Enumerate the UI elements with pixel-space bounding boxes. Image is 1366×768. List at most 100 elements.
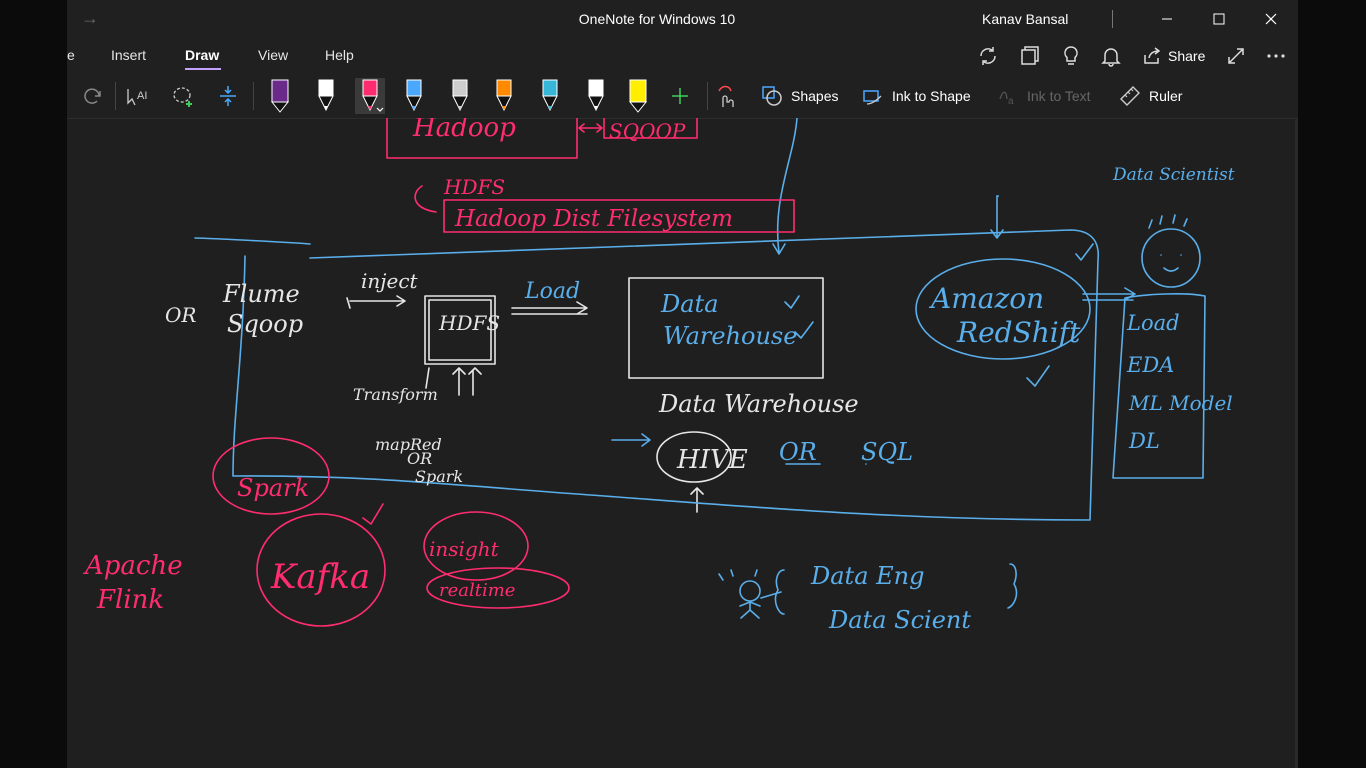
maximize-button[interactable] [1196, 0, 1242, 38]
close-button[interactable] [1248, 0, 1294, 38]
tab-home-partial[interactable]: e [67, 47, 75, 63]
tab-view[interactable]: View [258, 47, 289, 63]
ruler-button[interactable]: Ruler [1119, 78, 1182, 114]
note-inject: inject [361, 269, 419, 293]
sync-button[interactable] [977, 38, 999, 74]
lasso-select-button[interactable] [169, 78, 199, 114]
top-down-arrow [772, 117, 798, 255]
more-options-button[interactable] [1266, 38, 1286, 74]
pen-black[interactable] [579, 78, 613, 114]
note-hdfs-box: HDFS [438, 311, 500, 335]
pen-ocean[interactable] [533, 78, 567, 114]
pen-blue[interactable] [397, 78, 431, 114]
fullscreen-button[interactable] [1226, 38, 1246, 74]
checkmark-1 [1075, 243, 1094, 261]
note-hdfs-full: Hadoop Dist Filesystem [454, 206, 733, 232]
ink-replay-button[interactable] [713, 78, 739, 114]
pen-galaxy-icon [452, 79, 468, 112]
pen-black-icon [588, 79, 604, 112]
tab-draw[interactable]: Draw [185, 47, 220, 63]
svg-text:a: a [1008, 96, 1014, 107]
scientist-features [1160, 254, 1182, 272]
ink-to-shape-icon [863, 90, 882, 105]
ds-tasks-box [1112, 293, 1206, 479]
note-warehouse: Warehouse [663, 322, 797, 350]
add-space-button[interactable] [213, 78, 243, 114]
tell-me-button[interactable] [1060, 38, 1082, 74]
pipeline-boundary [194, 229, 1099, 521]
note-ds-eda: EDA [1126, 353, 1174, 377]
highlighter-yellow[interactable] [621, 78, 655, 114]
shapes-button[interactable]: Shapes [761, 78, 838, 114]
sqoop-box [603, 117, 698, 139]
note-sql: SQL [861, 438, 913, 466]
ink-blue-strokes [194, 117, 1206, 619]
active-tab-indicator [185, 68, 221, 70]
hive-up-arrow [690, 487, 704, 513]
inject-arrow [349, 295, 406, 307]
note-spark: Spark [237, 474, 309, 502]
ruler-icon [1120, 86, 1140, 106]
note-load: Load [524, 279, 580, 304]
hive-oval [656, 431, 732, 483]
note-kafka: Kafka [270, 557, 370, 597]
share-button[interactable]: Share [1142, 38, 1205, 74]
note-ds-load: Load [1126, 311, 1180, 335]
note-dw-label: Data Warehouse [658, 390, 859, 418]
note-or-left: OR [165, 303, 196, 327]
notifications-button[interactable] [1100, 38, 1122, 74]
curly-braces [774, 563, 1018, 615]
pen-white-icon [318, 79, 334, 112]
close-icon [1265, 13, 1277, 25]
note-data-scient: Data Scient [828, 606, 971, 634]
note-ds-dl: DL [1128, 429, 1160, 453]
redo-button[interactable] [79, 78, 107, 114]
share-icon [1144, 47, 1161, 64]
user-name[interactable]: Kanav Bansal [982, 11, 1069, 27]
vertical-scrollbar[interactable] [1295, 118, 1298, 768]
pen-rainbow[interactable] [487, 78, 521, 114]
pen-galaxy[interactable] [443, 78, 477, 114]
ink-to-shape-button[interactable]: Ink to Shape [862, 78, 971, 114]
right-window-edge [1298, 0, 1366, 768]
shapes-icon [762, 86, 782, 106]
minimize-button[interactable] [1144, 0, 1190, 38]
ink-to-text-label: Ink to Text [1027, 88, 1091, 104]
page-view-button[interactable] [1019, 38, 1041, 74]
pen-blue-icon [406, 79, 422, 112]
ink-white-strokes [346, 117, 824, 513]
tab-insert[interactable]: Insert [111, 47, 147, 63]
tab-help[interactable]: Help [325, 47, 354, 63]
minimize-icon [1162, 18, 1172, 20]
note-apache: Apache [83, 551, 183, 581]
redo-icon [84, 88, 101, 104]
note-hdfs: HDFS [443, 175, 505, 199]
onenote-window: → OneNote for Windows 10 Kanav Bansal e … [67, 0, 1298, 768]
pen-ocean-icon [542, 79, 558, 112]
note-flink: Flink [96, 585, 164, 615]
note-spark-small: Spark [415, 467, 463, 486]
highlighter-purple-icon [270, 79, 290, 113]
bell-icon [1101, 48, 1121, 67]
note-canvas[interactable]: Hadoop SQOOP HDFS Hadoop Dist Filesystem… [67, 113, 1298, 768]
share-label: Share [1168, 48, 1206, 64]
insight-oval [423, 511, 529, 581]
dw-checkmarks [784, 295, 814, 339]
pen-white[interactable] [309, 78, 343, 114]
highlighter-purple[interactable] [263, 78, 297, 114]
note-hive: HIVE [676, 445, 748, 475]
add-pen-button[interactable] [665, 78, 695, 114]
ink-pink-strokes [212, 185, 795, 627]
pen-pink[interactable] [353, 78, 387, 114]
scientist-hair [1148, 214, 1188, 229]
person-marks [718, 569, 758, 581]
type-select-button[interactable]: AI [123, 78, 153, 114]
kafka-oval [256, 513, 386, 627]
spark-oval [212, 437, 330, 515]
toolbar-separator [253, 82, 254, 110]
pen-pink-icon [355, 78, 385, 114]
back-arrow-icon[interactable]: → [81, 8, 99, 28]
note-data: Data [660, 290, 719, 318]
lightbulb-icon [1064, 46, 1078, 65]
redshift-oval [915, 258, 1091, 360]
